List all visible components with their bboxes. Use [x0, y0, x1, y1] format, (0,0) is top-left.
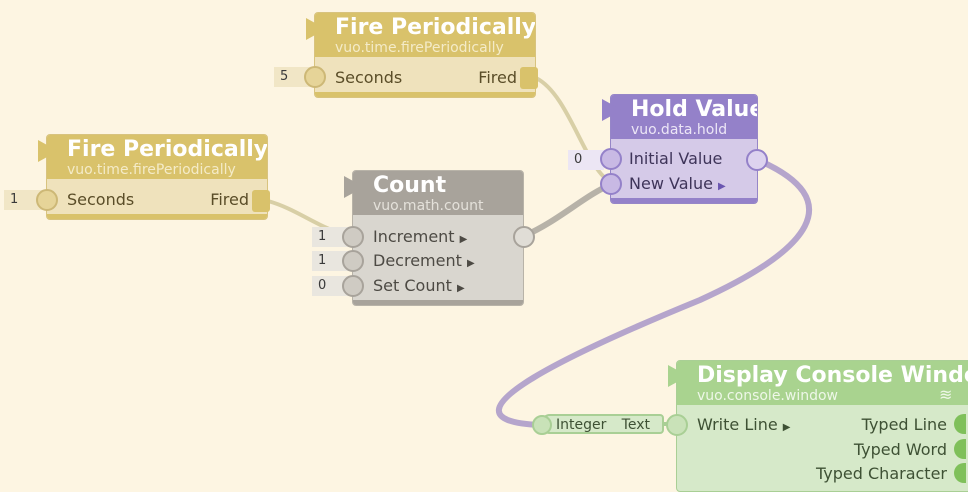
seconds-input-port[interactable] [36, 189, 58, 211]
node-triangle-icon [668, 365, 688, 387]
event-triangle-icon: ▶ [459, 234, 468, 245]
converter-to-label: Text [621, 417, 650, 433]
converter-input-port[interactable] [532, 415, 552, 435]
node-triangle-icon [602, 99, 622, 121]
type-converter[interactable]: Integer Text [540, 414, 664, 434]
seconds-constant[interactable]: 5 [274, 67, 310, 87]
seconds-value: 5 [280, 69, 289, 84]
decrement-port-label: Decrement ▶ [373, 251, 475, 270]
new-value-input-port[interactable] [600, 173, 622, 195]
initial-value-port-label: Initial Value [629, 149, 723, 168]
hold-output-port[interactable] [746, 149, 768, 171]
set-count-input-port[interactable] [342, 275, 364, 297]
set-count-port-label: Set Count ▶ [373, 276, 465, 295]
fired-output-port[interactable] [252, 190, 270, 212]
typed-character-port-label: Typed Character [816, 464, 947, 483]
write-line-input-port[interactable] [666, 414, 688, 436]
converter-from-label: Integer [556, 417, 607, 433]
node-title: Count [373, 173, 447, 198]
node-title: Display Console Window [697, 363, 968, 388]
seconds-port-label: Seconds [67, 190, 135, 209]
fire-periodically-node-top[interactable]: Fire Periodically vuo.time.firePeriodica… [314, 12, 536, 98]
fired-port-label: Fired [478, 68, 517, 87]
event-triangle-icon: ▶ [718, 181, 726, 192]
node-title: Fire Periodically [67, 137, 268, 162]
cable-hold-to-converter[interactable] [495, 157, 812, 428]
node-class-name: vuo.data.hold [631, 122, 728, 138]
event-triangle-icon: ▶ [456, 283, 465, 294]
typed-word-port-label: Typed Word [853, 440, 947, 459]
node-header[interactable]: Hold Value vuo.data.hold [611, 95, 757, 139]
decrement-input-port[interactable] [342, 250, 364, 272]
node-class-name: vuo.time.firePeriodically [67, 162, 236, 178]
increment-port-label: Increment ▶ [373, 227, 468, 246]
write-line-port-label: Write Line ▶ [697, 415, 791, 434]
hold-value-node[interactable]: Hold Value vuo.data.hold Initial Value N… [610, 94, 758, 204]
node-class-name: vuo.console.window [697, 388, 838, 404]
seconds-constant[interactable]: 1 [4, 190, 42, 210]
node-class-name: vuo.math.count [373, 198, 484, 214]
typed-character-output-port[interactable] [954, 463, 966, 483]
cable-count-to-hold[interactable] [522, 181, 614, 239]
count-output-port[interactable] [513, 226, 535, 248]
node-header[interactable]: Fire Periodically vuo.time.firePeriodica… [315, 13, 535, 57]
seconds-value: 1 [10, 192, 19, 207]
typed-line-port-label: Typed Line [861, 415, 947, 434]
typed-line-output-port[interactable] [954, 414, 966, 434]
trigger-triangle-icon [38, 140, 58, 162]
node-class-name: vuo.time.firePeriodically [335, 40, 504, 56]
new-value-port-label: New Value ▶ [629, 174, 726, 193]
node-header[interactable]: Display Console Window vuo.console.windo… [677, 361, 968, 405]
node-title: Hold Value [631, 97, 758, 122]
node-title: Fire Periodically [335, 15, 536, 40]
event-triangle-icon: ▶ [782, 422, 791, 433]
node-header[interactable]: Count vuo.math.count [353, 171, 523, 215]
wifi-icon: ≋ [939, 385, 953, 404]
increment-input-port[interactable] [342, 226, 364, 248]
seconds-input-port[interactable] [304, 66, 326, 88]
fired-port-label: Fired [210, 190, 249, 209]
fired-output-port[interactable] [520, 67, 538, 89]
seconds-port-label: Seconds [335, 68, 403, 87]
initial-value-constant[interactable]: 0 [568, 150, 604, 170]
initial-value-input-port[interactable] [600, 148, 622, 170]
trigger-triangle-icon [306, 18, 326, 40]
node-triangle-icon [344, 176, 364, 198]
node-header[interactable]: Fire Periodically vuo.time.firePeriodica… [47, 135, 267, 179]
fire-periodically-node-left[interactable]: Fire Periodically vuo.time.firePeriodica… [46, 134, 268, 220]
display-console-window-node[interactable]: Display Console Window vuo.console.windo… [676, 360, 968, 492]
count-node[interactable]: Count vuo.math.count Increment ▶ Decreme… [352, 170, 524, 306]
event-triangle-icon: ▶ [466, 258, 475, 269]
typed-word-output-port[interactable] [954, 439, 966, 459]
